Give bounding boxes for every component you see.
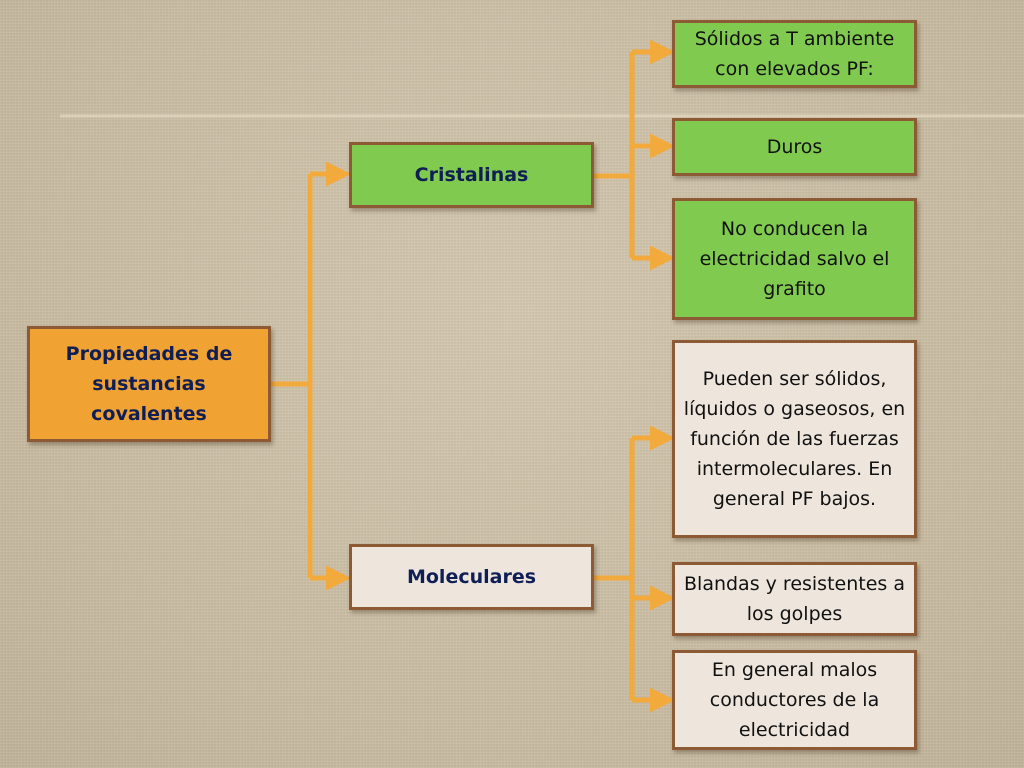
property-text: Duros xyxy=(766,136,823,158)
property-node: Pueden ser sólidos, líquidos o gaseosos,… xyxy=(672,340,917,538)
root-label: Propiedades de sustancias covalentes xyxy=(65,343,233,425)
branch-node-moleculares: Moleculares xyxy=(349,544,594,610)
property-node: No conducen la electricidad salvo el gra… xyxy=(672,198,917,320)
property-node: Sólidos a T ambiente con elevados PF: xyxy=(672,20,917,88)
property-node: Blandas y resistentes a los golpes xyxy=(672,562,917,636)
property-node: Duros xyxy=(672,118,917,176)
property-text: En general malos conductores de la elect… xyxy=(709,659,880,741)
root-node: Propiedades de sustancias covalentes xyxy=(27,326,271,442)
branch-label-cristalinas: Cristalinas xyxy=(414,164,529,186)
property-text: Blandas y resistentes a los golpes xyxy=(684,573,905,625)
property-text: Sólidos a T ambiente con elevados PF: xyxy=(694,28,895,80)
branch-label-moleculares: Moleculares xyxy=(406,566,537,588)
property-node: En general malos conductores de la elect… xyxy=(672,650,917,750)
property-text: No conducen la electricidad salvo el gra… xyxy=(699,218,890,300)
property-text: Pueden ser sólidos, líquidos o gaseosos,… xyxy=(683,368,906,510)
branch-node-cristalinas: Cristalinas xyxy=(349,142,594,208)
